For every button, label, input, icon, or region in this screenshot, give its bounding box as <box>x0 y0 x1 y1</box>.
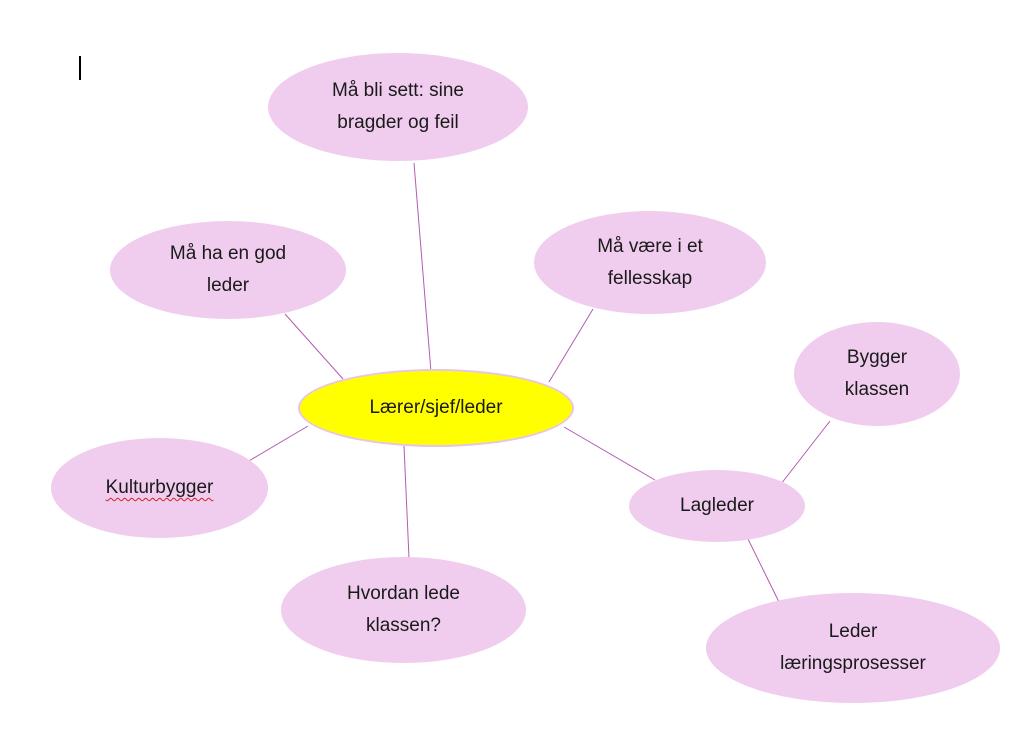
edge-lagleder-prosesser <box>747 538 781 605</box>
node-ma-bli-sett[interactable]: Må bli sett: sine bragder og feil <box>268 53 528 161</box>
node-ma-vaere-i-et-fellesskap-text: Må være i et fellesskap <box>597 231 703 295</box>
node-lagleder-label: Lagleder <box>680 495 754 516</box>
node-ma-ha-en-god-leder-text: Må ha en god leder <box>170 238 286 302</box>
edge-center-kulturbygger <box>241 425 309 466</box>
node-bygger-klassen[interactable]: Bygger klassen <box>794 322 960 426</box>
edge-center-lagleder <box>563 426 656 481</box>
edge-center-hvordan <box>403 445 410 559</box>
node-ma-ha-en-god-leder-line-1: Må ha en god <box>169 243 287 264</box>
node-leder-laeringsprosesser-line-2: læringsprosesser <box>780 653 926 674</box>
node-hvordan-lede-klassen-line-2: klassen? <box>366 615 441 636</box>
node-bygger-klassen-text: Bygger klassen <box>845 342 909 406</box>
node-leder-laeringsprosesser-line-1: Leder <box>828 621 878 642</box>
node-ma-vaere-i-et-fellesskap-line-1: Må være i et <box>597 235 703 257</box>
edge-center-god-leder <box>284 313 344 380</box>
node-bygger-klassen-line-1: Bygger <box>846 347 908 368</box>
node-ma-bli-sett-line-2: bragder og feil <box>337 112 459 133</box>
node-lagleder[interactable]: Lagleder <box>629 470 805 542</box>
text-cursor <box>79 56 81 80</box>
node-hvordan-lede-klassen[interactable]: Hvordan lede klassen? <box>281 557 526 663</box>
node-ma-vaere-i-et-fellesskap-line-2: fellesskap <box>607 267 693 289</box>
node-hvordan-lede-klassen-text: Hvordan lede klassen? <box>347 578 460 642</box>
node-kulturbygger-label: Kulturbygger <box>105 477 214 498</box>
edge-lagleder-bygger <box>780 420 831 485</box>
node-ma-ha-en-god-leder-line-2: leder <box>206 275 250 296</box>
node-leder-laeringsprosesser-text: Leder læringsprosesser <box>780 616 926 680</box>
node-center-label: Lærer/sjef/leder <box>369 397 503 418</box>
node-bygger-klassen-line-2: klassen <box>844 379 910 400</box>
node-leder-laeringsprosesser[interactable]: Leder læringsprosesser <box>706 593 1000 703</box>
node-ma-ha-en-god-leder[interactable]: Må ha en god leder <box>110 221 346 319</box>
edge-center-fellesskap <box>548 308 594 383</box>
node-ma-bli-sett-line-1: Må bli sett: sine <box>332 80 464 101</box>
node-center-laerer-sjef-leder[interactable]: Lærer/sjef/leder <box>298 369 574 447</box>
node-ma-vaere-i-et-fellesskap[interactable]: Må være i et fellesskap <box>534 211 766 314</box>
node-hvordan-lede-klassen-line-1: Hvordan lede <box>346 583 461 604</box>
node-kulturbygger[interactable]: Kulturbygger <box>51 438 268 538</box>
edge-center-sett <box>413 162 432 373</box>
node-ma-bli-sett-text: Må bli sett: sine bragder og feil <box>332 75 464 139</box>
